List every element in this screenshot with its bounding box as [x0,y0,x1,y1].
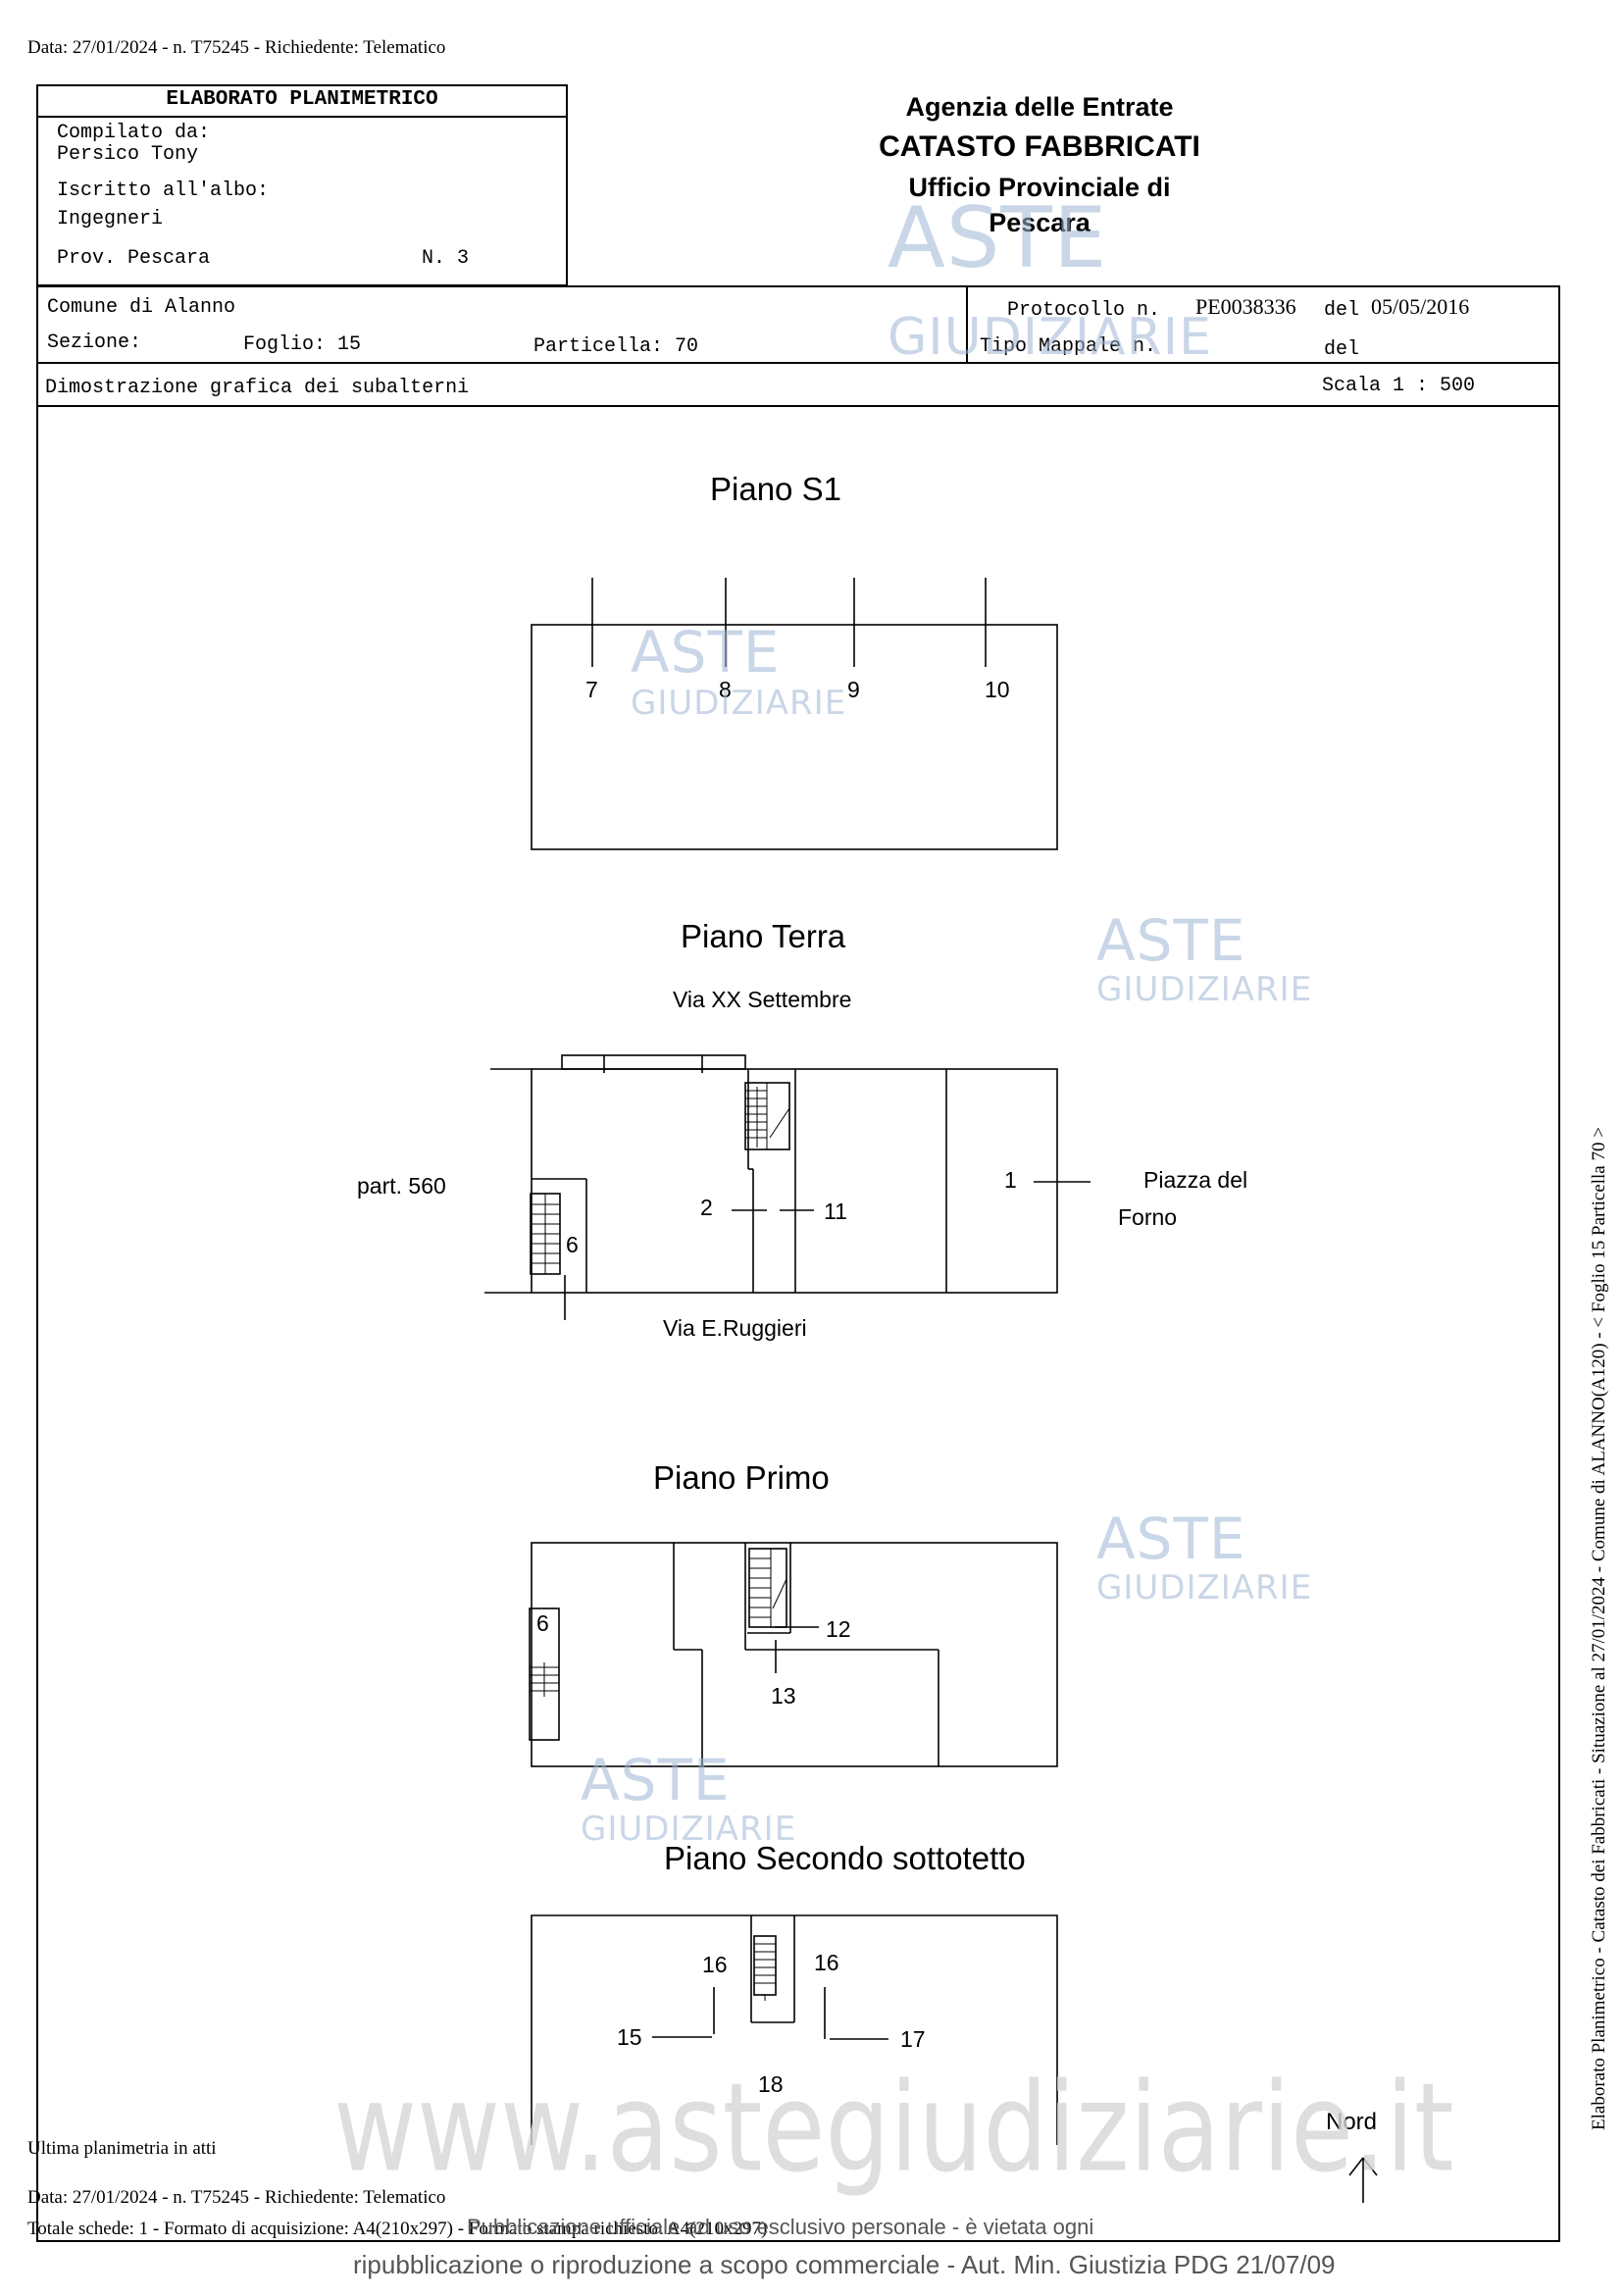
prov-label: Prov. Pescara [57,247,211,270]
agency-line-1: Agenzia delle Entrate [905,92,1174,122]
numero-label: N. 3 [422,247,470,270]
watermark-giudiziarie-primo: GIUDIZIARIE [1096,1568,1313,1607]
del1-label: del [1324,299,1360,322]
terra-street-bottom: Via E.Ruggieri [663,1315,807,1341]
compilato-name: Persico Tony [57,143,199,166]
piano-terra-title: Piano Terra [681,918,846,954]
terra-label-1: 1 [1004,1167,1017,1193]
del2-label: del [1324,338,1360,361]
terra-right-label-2: Forno [1118,1204,1178,1230]
side-vertical-text: Elaborato Planimetrico - Catasto dei Fab… [1589,1127,1609,2130]
s1-label-8: 8 [719,677,732,702]
del1-value: 05/05/2016 [1371,294,1470,319]
watermark-giudiziarie-mid: GIUDIZIARIE [581,1810,797,1849]
primo-outline [531,1542,1058,1767]
agency-line-2: CATASTO FABBRICATI [879,130,1200,163]
watermark-aste-mid: ASTE [581,1747,731,1813]
watermark-aste-header: ASTE [888,189,1108,287]
agency-line-3: Ufficio Provinciale di [908,173,1171,202]
publication-line-2: ripubblicazione o riproduzione a scopo c… [353,2250,1336,2279]
terra-right-label-1: Piazza del [1143,1167,1248,1193]
albo-value: Ingegneri [57,208,164,230]
s1-label-9: 9 [847,677,860,702]
watermark-aste-primo: ASTE [1096,1505,1246,1572]
watermark-giudiziarie-header: GIUDIZIARIE [888,308,1212,367]
secondo-label-15: 15 [617,2024,642,2050]
piano-primo-title: Piano Primo [653,1459,830,1496]
terra-left-label: part. 560 [357,1173,446,1199]
ultima-planimetria: Ultima planimetria in atti [27,2138,217,2159]
watermark-aste-s1: ASTE [631,619,781,686]
terra-outline [531,1068,1058,1294]
footer-data-line: Data: 27/01/2024 - n. T75245 - Richieden… [27,2187,446,2208]
s1-outline [531,624,1058,850]
dimostrazione-label: Dimostrazione grafica dei subalterni [45,377,470,399]
compilato-label: Compilato da: [57,122,211,144]
protocollo-label: Protocollo n. [1007,299,1161,322]
primo-label-12: 12 [826,1616,851,1642]
watermark-aste-terra: ASTE [1096,907,1246,974]
sezione-label: Sezione: [47,332,142,354]
secondo-label-16a: 16 [702,1952,728,1977]
particella-label: Particella: 70 [533,335,699,358]
terra-label-11: 11 [824,1199,847,1224]
secondo-label-17: 17 [900,2026,926,2052]
footer-totale: Totale schede: 1 - Formato di acquisizio… [27,2219,768,2239]
secondo-label-18: 18 [758,2071,784,2097]
nord-label: Nord [1326,2109,1378,2135]
foglio-label: Foglio: 15 [243,333,362,356]
publication-line-1: Pubblicazione ufficiale ad uso esclusivo… [467,2215,1094,2239]
watermark-url: www.astegiudiziarie.it [333,2056,1454,2200]
primo-label-13: 13 [771,1683,796,1709]
terra-label-2: 2 [700,1195,713,1220]
tipo-mappale-label: Tipo Mappale n. [980,335,1157,358]
elaborato-title-box [36,84,568,118]
terra-label-6: 6 [566,1232,579,1257]
albo-label: Iscritto all'albo: [57,179,270,202]
s1-label-10: 10 [985,677,1010,702]
elaborato-title: ELABORATO PLANIMETRICO [166,88,438,111]
watermark-giudiziarie-s1: GIUDIZIARIE [631,684,847,723]
scala-label: Scala 1 : 500 [1322,375,1476,397]
top-data-line: Data: 27/01/2024 - n. T75245 - Richieden… [27,37,446,58]
piano-secondo-title: Piano Secondo sottotetto [664,1840,1026,1876]
info-divider [966,285,968,364]
s1-label-7: 7 [585,677,598,702]
watermark-giudiziarie-terra: GIUDIZIARIE [1096,970,1313,1009]
terra-street-top: Via XX Settembre [673,987,852,1012]
piano-s1-title: Piano S1 [710,471,841,507]
primo-label-6: 6 [536,1610,549,1636]
drawing-frame [36,405,1560,2242]
protocollo-value: PE0038336 [1195,294,1296,319]
secondo-label-16b: 16 [814,1950,839,1975]
agency-line-4: Pescara [989,208,1091,237]
comune-label: Comune di Alanno [47,296,236,319]
